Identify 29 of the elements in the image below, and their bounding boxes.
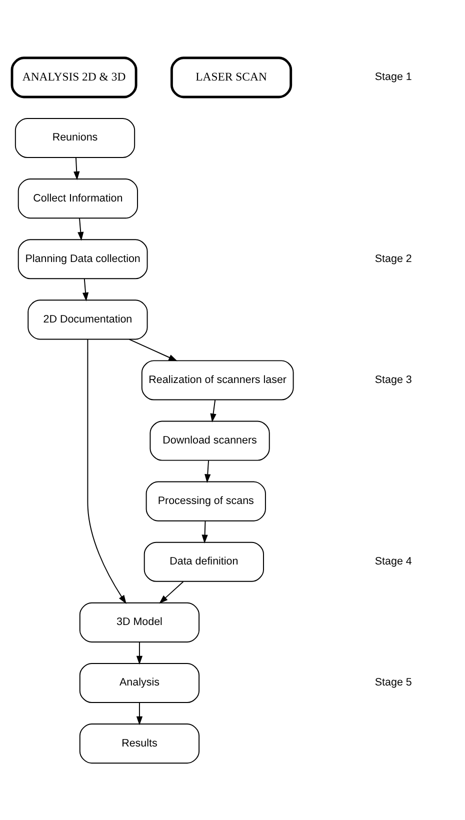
node-box: LASER SCAN	[170, 56, 292, 98]
arrow	[202, 520, 208, 544]
arrow	[210, 399, 216, 422]
label: Stage 4	[374, 555, 412, 568]
arrow	[159, 580, 184, 604]
arrow	[78, 217, 84, 240]
node-box: Planning Data collection	[18, 238, 148, 279]
node-box: Reunions	[14, 117, 136, 158]
node-box: Processing of scans	[146, 480, 266, 521]
node-box: 2D Documentation	[28, 299, 148, 340]
arrow	[136, 641, 143, 664]
node-box: Results	[79, 723, 200, 764]
arrow	[82, 278, 89, 301]
label: Stage 1	[374, 70, 412, 83]
arrow	[87, 338, 126, 604]
arrow	[204, 460, 211, 482]
node-box: ANALYSIS 2D & 3D	[10, 56, 138, 98]
node-box: Collect Information	[18, 178, 138, 218]
node-box: Analysis	[79, 662, 200, 703]
label: Stage 3	[374, 373, 412, 386]
arrow	[128, 338, 178, 361]
node-box: 3D Model	[79, 602, 200, 642]
node-box: Data definition	[144, 541, 264, 582]
arrow	[74, 156, 80, 180]
label: Stage 5	[374, 676, 412, 688]
node-box: Download scanners	[150, 420, 270, 460]
node-box: Realization of scanners laser	[141, 360, 294, 400]
label: Stage 2	[374, 252, 412, 264]
arrow	[136, 702, 143, 725]
